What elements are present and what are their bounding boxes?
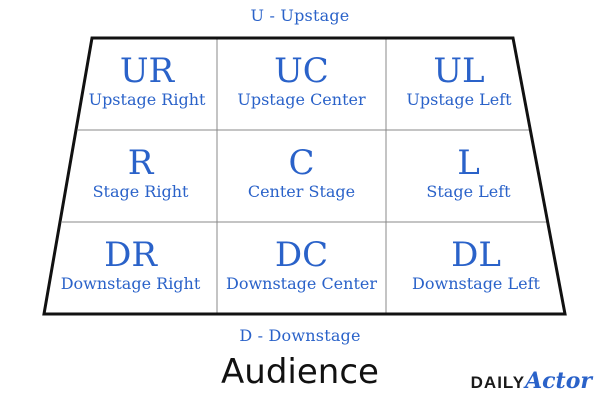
- cell-abbr: UR: [119, 51, 175, 91]
- cell-c: C Center Stage: [217, 144, 386, 202]
- cell-abbr: UC: [274, 51, 329, 91]
- cell-abbr: DC: [274, 235, 329, 275]
- stage-outline: [42, 36, 567, 316]
- cell-name: Stage Left: [426, 182, 511, 201]
- cell-abbr: DR: [104, 235, 157, 275]
- cell-name: Downstage Right: [60, 274, 201, 293]
- cell-dc: DC Downstage Center: [217, 236, 386, 294]
- cell-r: R Stage Right: [64, 144, 217, 202]
- cell-abbr: R: [127, 143, 154, 183]
- brand-logo-actor: Actor: [525, 368, 592, 394]
- brand-logo-daily: DAILY: [470, 373, 526, 392]
- cell-name: Downstage Center: [226, 274, 377, 293]
- cell-abbr: DL: [451, 235, 501, 275]
- cell-dl: DL Downstage Left: [386, 236, 566, 294]
- audience-label: Audience: [221, 352, 379, 392]
- cell-abbr: C: [288, 143, 315, 183]
- cell-name: Upstage Center: [237, 90, 366, 109]
- cell-ul: UL Upstage Left: [386, 52, 532, 110]
- cell-name: Downstage Left: [412, 274, 540, 293]
- cell-ur: UR Upstage Right: [72, 52, 222, 110]
- cell-name: Stage Right: [92, 182, 189, 201]
- cell-name: Upstage Right: [88, 90, 206, 109]
- downstage-label: D - Downstage: [239, 326, 361, 345]
- cell-abbr: L: [457, 143, 480, 183]
- cell-uc: UC Upstage Center: [217, 52, 386, 110]
- upstage-label: U - Upstage: [250, 6, 350, 25]
- brand-logo: DAILYActor: [471, 368, 592, 398]
- cell-abbr: UL: [433, 51, 485, 91]
- cell-name: Upstage Left: [406, 90, 512, 109]
- cell-dr: DR Downstage Right: [44, 236, 217, 294]
- cell-name: Center Stage: [247, 182, 356, 201]
- cell-l: L Stage Left: [386, 144, 551, 202]
